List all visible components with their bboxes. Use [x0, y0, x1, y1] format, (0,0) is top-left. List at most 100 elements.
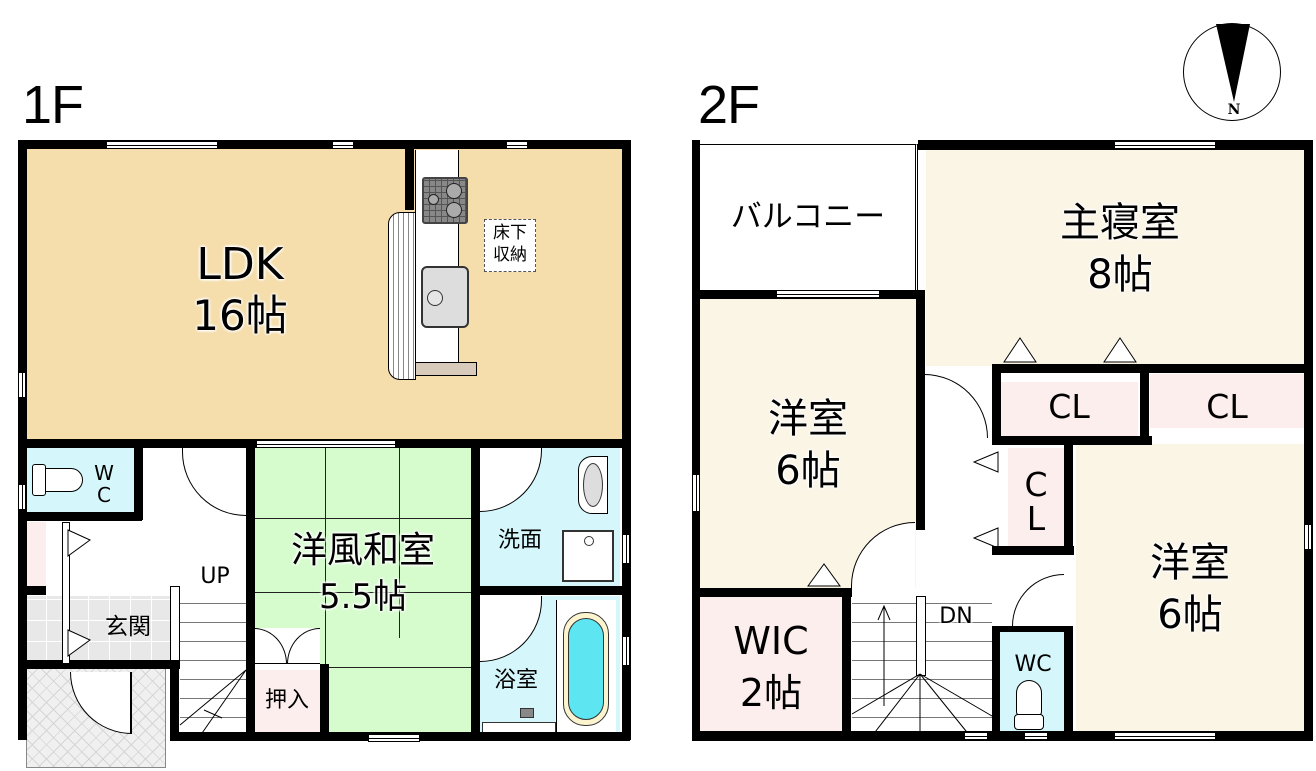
window — [776, 290, 880, 298]
wall — [480, 586, 622, 595]
stairs-down-label: DN — [939, 604, 973, 629]
wall — [134, 448, 143, 520]
western-right-size: 6帖 — [1157, 592, 1223, 638]
tatami-line — [399, 448, 400, 638]
wall — [18, 140, 630, 149]
closet-b-label: CL — [1206, 387, 1248, 426]
washing-machine-icon — [562, 530, 614, 582]
room-balcony — [696, 144, 918, 290]
balcony-label: バルコニー — [730, 199, 886, 235]
master-bedroom-size: 8帖 — [1087, 252, 1153, 298]
compass: N — [1183, 23, 1281, 121]
closet-oshiire-label: 押入 — [264, 688, 309, 713]
wall — [405, 148, 414, 210]
wall — [992, 364, 1001, 440]
wc-1f-label-w: W — [94, 461, 114, 485]
toilet-bowl-icon — [45, 468, 83, 492]
stairs-1f-winder — [179, 669, 247, 737]
wall — [992, 626, 1000, 740]
closet-doors[interactable] — [254, 628, 320, 664]
room-entrance — [26, 596, 180, 662]
wall — [26, 660, 180, 669]
wall — [26, 586, 46, 595]
wic-size: 2帖 — [739, 671, 803, 715]
window — [18, 372, 26, 398]
entrance-label: 玄関 — [105, 614, 151, 640]
stairs-direction-arrow-icon — [877, 604, 891, 706]
toilet-icon-2f — [1016, 680, 1042, 716]
closet-c-label-c: C — [1024, 465, 1048, 504]
wall — [170, 660, 179, 740]
window — [622, 534, 630, 564]
room-ldk — [26, 148, 622, 440]
window — [106, 141, 218, 149]
hall-partition — [62, 522, 70, 664]
master-bedroom-label: 主寝室 — [1060, 200, 1180, 246]
room-master-bedroom — [926, 148, 1306, 366]
ldk-label: LDK — [196, 239, 284, 290]
window — [1114, 732, 1216, 740]
toilet-tank-icon-2f — [1014, 714, 1044, 730]
japanese-western-label: 洋風和室 — [290, 530, 435, 571]
stove-icon — [422, 177, 468, 224]
ldk-size: 16帖 — [192, 291, 288, 340]
wall — [1064, 626, 1073, 740]
window — [1304, 524, 1312, 550]
floor-title-2f: 2F — [698, 75, 760, 135]
stairs-1f[interactable] — [180, 596, 246, 736]
western-left-label: 洋室 — [768, 396, 848, 442]
tatami-line — [254, 592, 472, 593]
wall — [471, 448, 480, 740]
wall — [1140, 364, 1149, 444]
compass-north-label: N — [1227, 102, 1241, 118]
room-wic — [700, 596, 842, 738]
wall — [916, 290, 925, 530]
western-left-size: 6帖 — [775, 448, 841, 494]
shoe-cabinet — [26, 522, 46, 586]
wall — [320, 664, 329, 740]
tatami-line — [254, 518, 472, 519]
washbasin-icon — [578, 456, 608, 514]
sink-icon — [421, 266, 469, 328]
window — [256, 440, 396, 448]
underfloor-storage-label-1: 床下 — [493, 223, 527, 243]
wc-2f-label: WC — [1014, 652, 1052, 677]
japanese-western-size: 5.5帖 — [318, 577, 408, 617]
window — [506, 141, 528, 149]
closet-a-label: CL — [1048, 387, 1090, 426]
tatami-line — [326, 667, 472, 668]
closet-c-label-l: L — [1026, 499, 1046, 538]
wall — [992, 626, 1072, 632]
bathtub-icon — [563, 612, 609, 726]
room-closet-b — [1150, 374, 1304, 436]
window — [692, 474, 700, 512]
window — [964, 732, 988, 740]
bathroom-label: 浴室 — [493, 668, 538, 693]
stairs-2f-winder — [851, 673, 993, 737]
wall — [692, 140, 700, 740]
wall — [992, 364, 1312, 373]
room-closet-oshiire — [254, 664, 320, 738]
wall — [692, 588, 852, 597]
compass-needle-icon — [1216, 24, 1250, 102]
wic-label: WIC — [733, 619, 809, 663]
wall — [842, 588, 851, 740]
room-closet-a — [1000, 374, 1138, 436]
wall — [992, 546, 1074, 555]
kitchen-peninsula — [388, 212, 416, 380]
window — [1114, 141, 1216, 149]
wc-1f-label-c: C — [97, 483, 111, 507]
wall — [26, 512, 142, 521]
western-right-label: 洋室 — [1150, 540, 1230, 586]
window — [622, 636, 630, 666]
washroom-label: 洗面 — [497, 528, 542, 553]
wall — [246, 448, 255, 740]
faucet-icon — [520, 708, 534, 718]
kitchen-end-panel — [415, 362, 477, 376]
stairs-2f-rail — [916, 596, 926, 676]
wall — [1304, 140, 1313, 740]
room-closet-c — [1000, 448, 1064, 552]
room-western-right — [1076, 444, 1306, 738]
stairs-up-label: UP — [200, 564, 230, 589]
